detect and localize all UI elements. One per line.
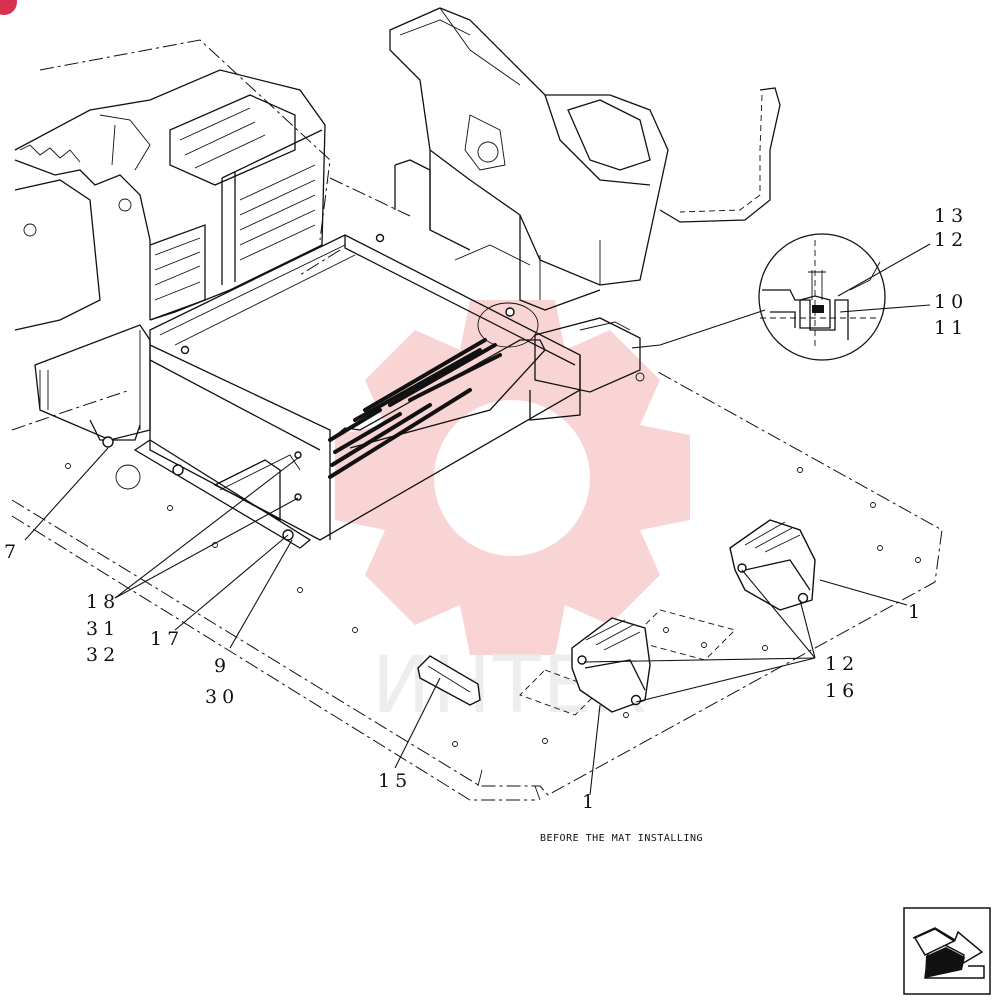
callout-10: 10: [934, 291, 968, 313]
leader-lines: [24, 243, 931, 796]
next-page-button[interactable]: [903, 907, 991, 995]
corner-badge: [0, 0, 17, 15]
callout-12-detail: 12: [934, 229, 968, 251]
callouts: 13 12 10 11 7 18 31 32 17 9 30 15 1 12 1…: [4, 205, 968, 813]
callout-18: 18: [86, 591, 120, 613]
bracket-right: [729, 519, 816, 611]
watermark-gear-icon: [335, 300, 690, 655]
callout-12-brackets: 12: [825, 653, 859, 675]
callout-32: 32: [86, 644, 120, 666]
callout-31: 31: [86, 618, 120, 640]
callout-7: 7: [4, 541, 21, 563]
floor-plate: [11, 177, 943, 801]
callout-30: 30: [205, 686, 239, 708]
callout-1-right: 1: [908, 601, 925, 623]
callout-9: 9: [214, 655, 231, 677]
callout-16: 16: [825, 680, 859, 702]
callout-15: 15: [378, 770, 412, 792]
engine-assembly: [14, 39, 331, 448]
callout-11: 11: [934, 317, 968, 339]
callout-17: 17: [150, 628, 184, 650]
console-tower: [389, 7, 781, 311]
diagram-caption: BEFORE THE MAT INSTALLING: [540, 833, 703, 844]
vent-slots: [328, 338, 502, 479]
callout-13: 13: [934, 205, 968, 227]
callout-1-left: 1: [582, 791, 599, 813]
next-page-arrow-icon: [912, 927, 985, 979]
grommet-part: [417, 655, 481, 706]
detail-view: [631, 233, 886, 361]
